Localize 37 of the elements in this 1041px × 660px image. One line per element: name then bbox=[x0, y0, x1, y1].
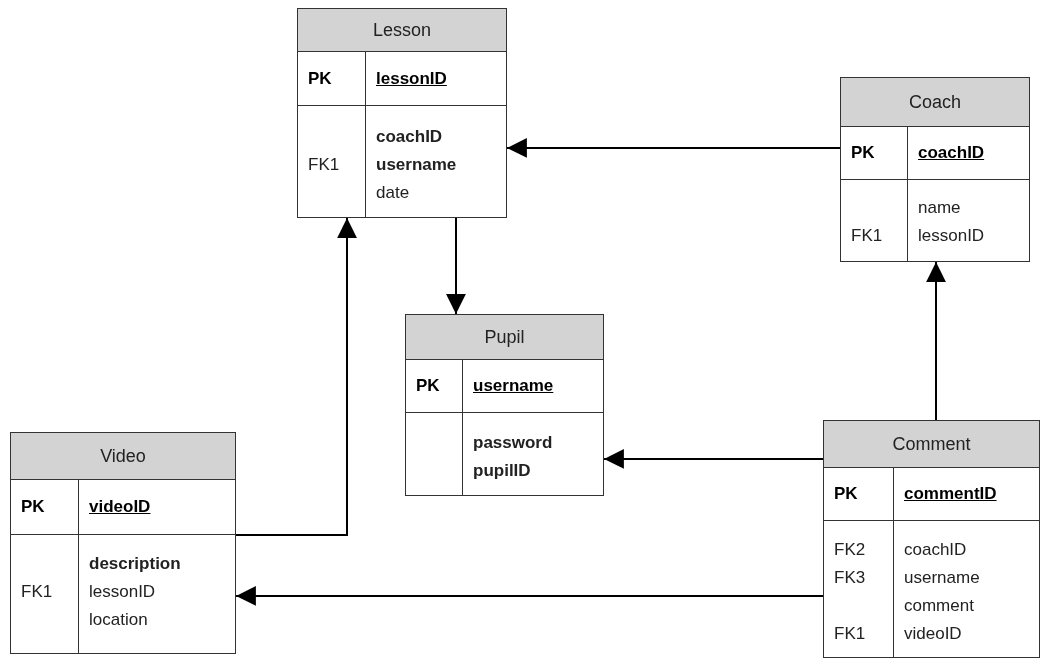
entity-name: Comment bbox=[892, 433, 971, 455]
field-list: description lessonID location bbox=[89, 550, 181, 634]
key-label: PK bbox=[308, 68, 332, 89]
key-label: FK3 bbox=[834, 567, 866, 589]
entity-table bbox=[297, 8, 507, 218]
relationship-arrow bbox=[603, 449, 824, 469]
relationship-arrow bbox=[926, 261, 946, 421]
primary-key-field: videoID bbox=[89, 497, 151, 517]
entity-table bbox=[840, 77, 1030, 262]
key-label: FK1 bbox=[851, 225, 883, 247]
key-label: PK bbox=[851, 143, 875, 163]
primary-key-field: username bbox=[473, 376, 554, 396]
key-label: FK2 bbox=[834, 539, 866, 561]
field-list: name lessonID bbox=[918, 194, 985, 250]
key-label: FK1 bbox=[834, 623, 866, 645]
field-list: password pupilID bbox=[473, 429, 553, 485]
key-label: PK bbox=[21, 497, 45, 517]
entity-name: Coach bbox=[909, 91, 961, 113]
entity-name: Video bbox=[100, 445, 146, 467]
relationship-arrow bbox=[235, 217, 357, 536]
relationship-arrow bbox=[446, 217, 466, 315]
key-label: PK bbox=[416, 376, 440, 396]
primary-key-field: coachID bbox=[918, 143, 985, 163]
entity-table bbox=[823, 420, 1040, 658]
key-label: FK1 bbox=[21, 581, 53, 603]
field-list: coachID username comment videoID bbox=[904, 536, 980, 648]
key-label: FK1 bbox=[308, 154, 340, 176]
entity-name: Lesson bbox=[372, 19, 431, 41]
relationship-arrow bbox=[506, 138, 841, 158]
primary-key-field: lessonID bbox=[376, 68, 447, 89]
relationship-arrow bbox=[235, 586, 824, 606]
entity-name: Pupil bbox=[484, 326, 525, 348]
entity-table bbox=[10, 432, 236, 654]
field-list: coachID username date bbox=[376, 123, 457, 207]
entity-table bbox=[405, 314, 604, 496]
key-label: PK bbox=[834, 484, 858, 504]
primary-key-field: commentID bbox=[904, 484, 997, 504]
